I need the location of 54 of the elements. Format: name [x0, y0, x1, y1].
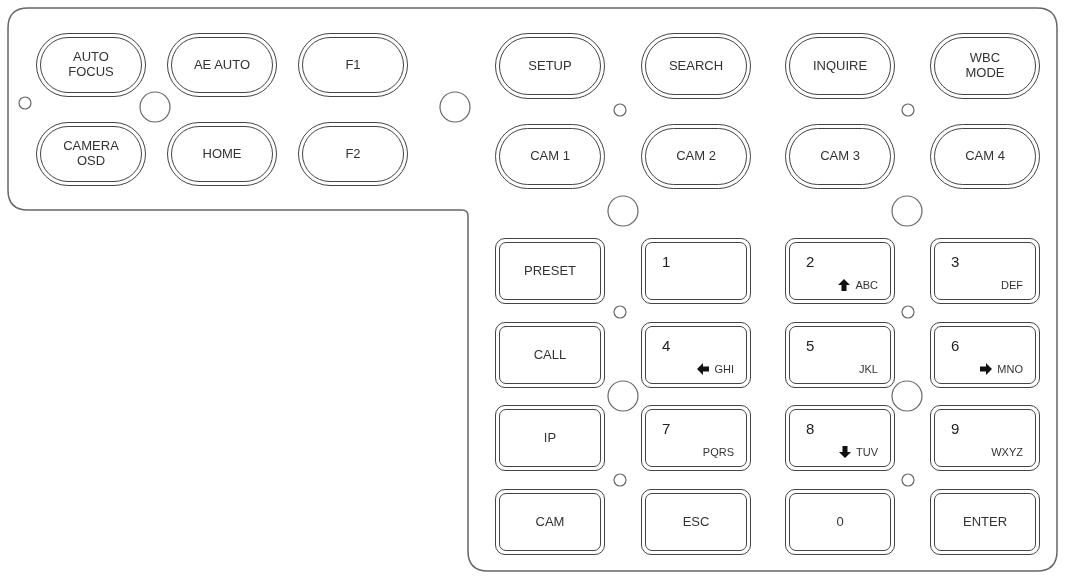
key-label: CAM 1	[530, 149, 570, 164]
key-label: CAM 3	[820, 149, 860, 164]
square-key	[785, 238, 895, 304]
key-label: CALL	[533, 347, 567, 363]
key-digit: 6	[951, 337, 960, 354]
square-key	[785, 489, 895, 555]
key-label: CAM 2	[676, 149, 716, 164]
key-letters: WXYZ	[991, 446, 1023, 458]
square-key	[930, 489, 1040, 555]
key-label: CAM 4	[965, 149, 1005, 164]
key-letters: TUV	[856, 446, 878, 458]
key-digit: 1	[662, 253, 671, 270]
key-label: ENTER	[962, 514, 1008, 530]
square-key	[930, 322, 1040, 388]
key-label: F2	[345, 146, 361, 162]
key-label: INQUIRE	[812, 58, 868, 74]
key-label: PRESET	[524, 263, 576, 279]
square-key	[785, 405, 895, 471]
key-digit: 4	[662, 337, 671, 354]
square-key	[785, 322, 895, 388]
key-digit: 8	[806, 420, 815, 437]
key-digit: 3	[951, 253, 960, 270]
square-key	[641, 238, 751, 304]
key-digit: 2	[806, 253, 815, 270]
square-key	[641, 489, 751, 555]
key-letters: ABC	[855, 279, 878, 291]
key-digit: 5	[806, 337, 815, 354]
key-label: SEARCH	[668, 58, 724, 74]
key-label: CAM	[535, 514, 565, 530]
key-label: F1	[345, 57, 361, 73]
key-label: AE AUTO	[193, 57, 251, 73]
key-label: WBC MODE	[964, 51, 1006, 81]
key-letters: GHI	[714, 363, 734, 375]
square-key	[641, 322, 751, 388]
key-label: 0	[836, 514, 844, 530]
square-key	[495, 238, 605, 304]
square-key	[930, 405, 1040, 471]
square-key	[641, 405, 751, 471]
key-label: ESC	[682, 514, 710, 530]
key-label: SETUP	[528, 58, 572, 74]
key-label: AUTO FOCUS	[67, 50, 115, 80]
square-key	[930, 238, 1040, 304]
key-digit: 7	[662, 420, 671, 437]
square-key	[495, 405, 605, 471]
square-key	[495, 322, 605, 388]
key-letters: MNO	[997, 363, 1023, 375]
key-label: HOME	[202, 146, 242, 162]
key-letters: JKL	[859, 363, 878, 375]
key-letters: PQRS	[702, 446, 734, 458]
key-letters: DEF	[1001, 279, 1023, 291]
key-digit: 9	[951, 420, 960, 437]
key-label: IP	[543, 430, 557, 446]
square-key	[495, 489, 605, 555]
key-label: CAMERA OSD	[62, 139, 120, 169]
